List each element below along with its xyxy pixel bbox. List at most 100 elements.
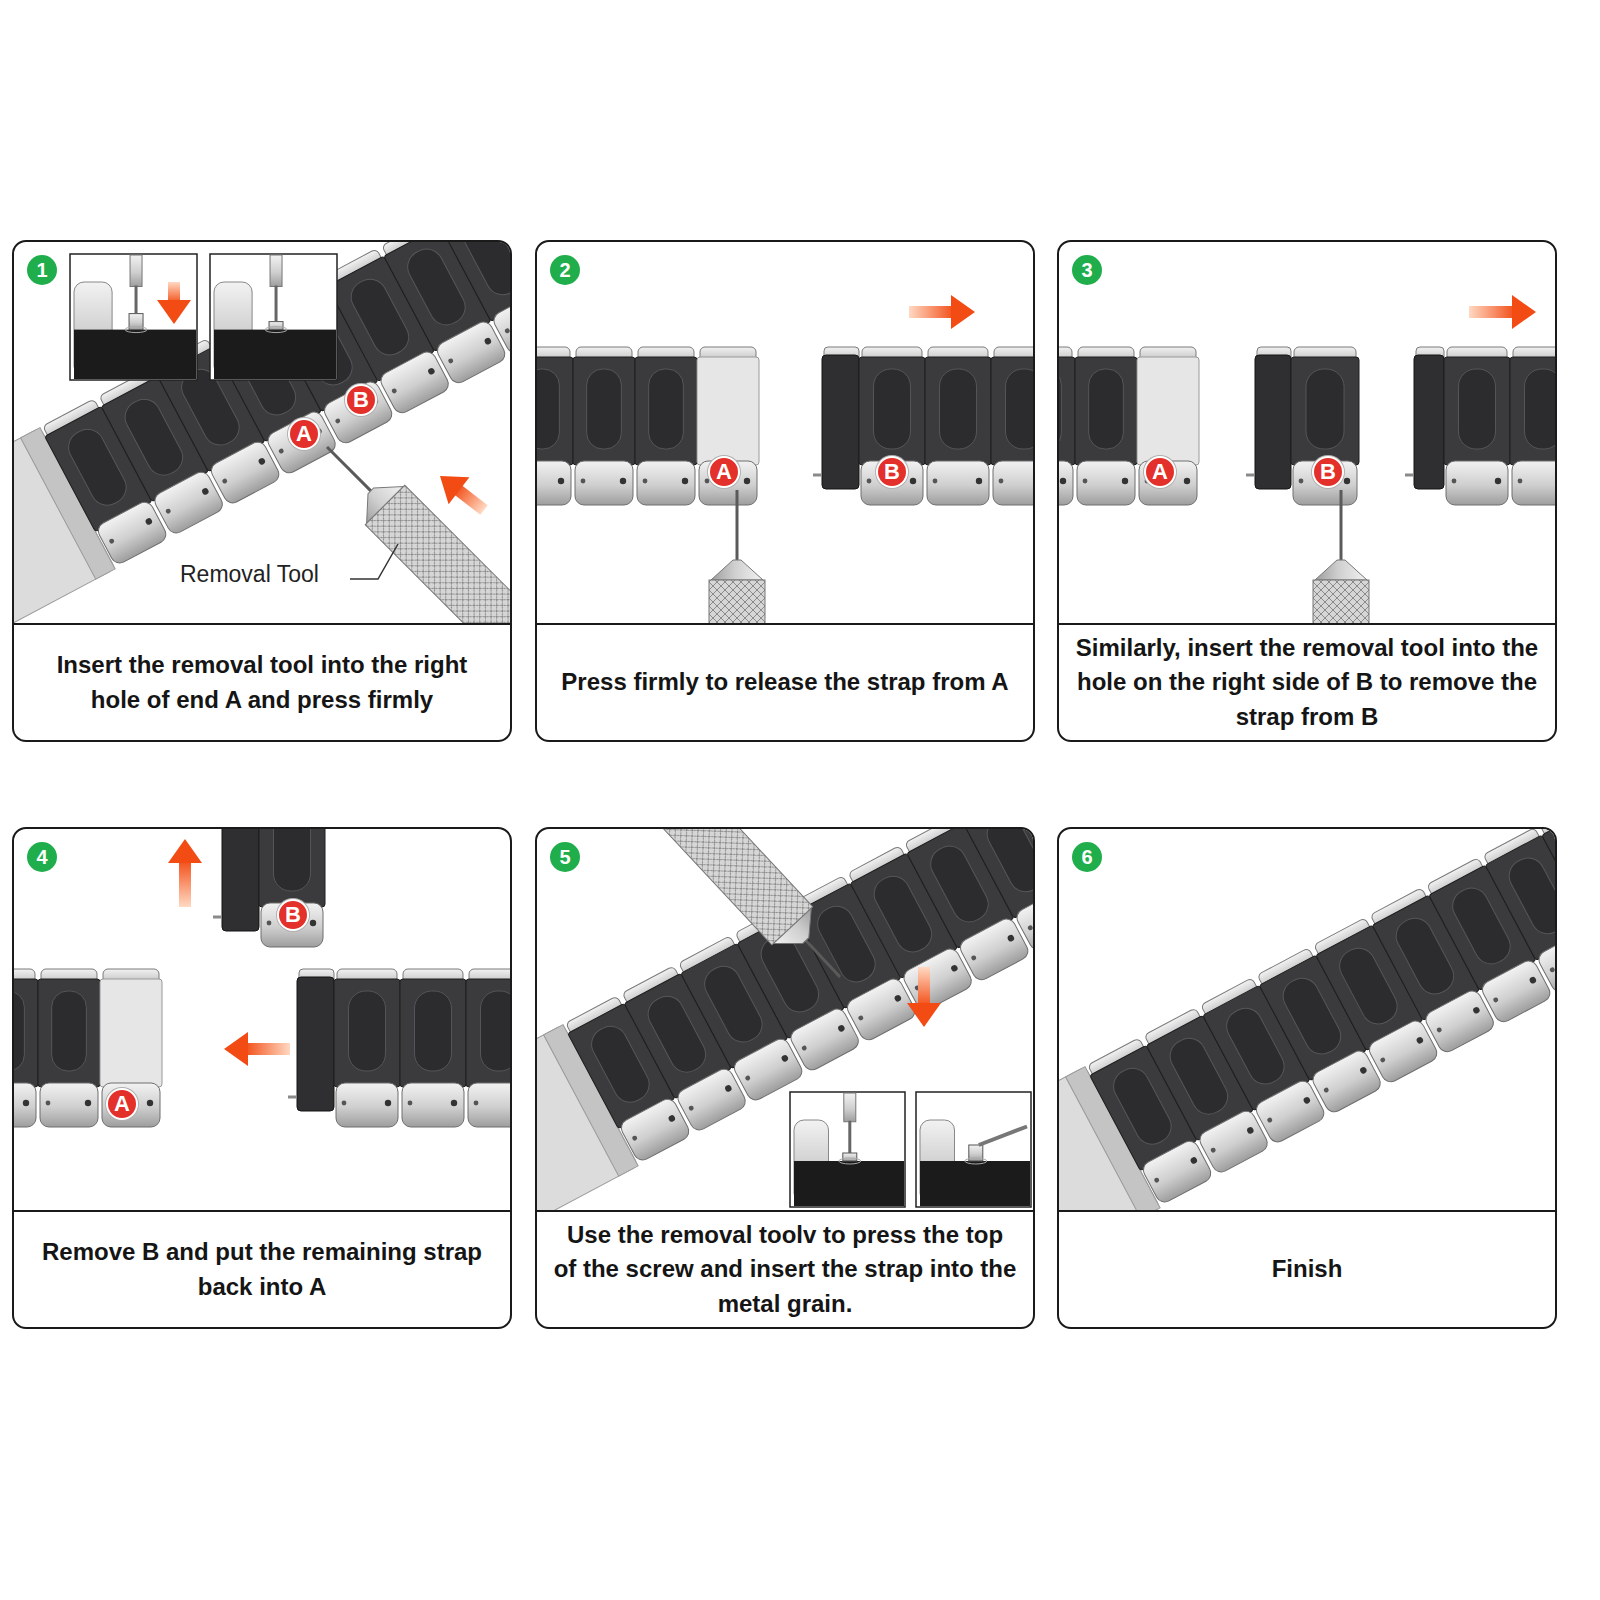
watch-band: [1059, 829, 1557, 1210]
leader-line: [350, 544, 398, 579]
spring-pin: [1405, 474, 1414, 477]
spring-pin: [288, 1096, 297, 1099]
inset-frame: [916, 1092, 1031, 1207]
pin-hole: [976, 478, 982, 484]
tool-shaft: [130, 255, 142, 287]
link-groove: [415, 991, 452, 1071]
pin-hole: [147, 1100, 153, 1106]
step-panel: Similarly, insert the removal tool into …: [1057, 240, 1557, 742]
callout-marker: A: [708, 456, 740, 488]
arrow-head: [1512, 295, 1536, 329]
link-body: [466, 979, 512, 1087]
caption-area: Finish: [1059, 1210, 1555, 1327]
link-groove: [1089, 369, 1124, 449]
pin-hole: [391, 388, 397, 394]
strap-base: [214, 330, 336, 379]
callout-marker: A: [1144, 456, 1176, 488]
strap-illustration: [1059, 242, 1557, 623]
pin-hole: [744, 478, 750, 484]
tool-shaft: [844, 1093, 856, 1122]
post-ring: [839, 1158, 861, 1164]
link-bottom-cap: [1512, 461, 1557, 505]
pin-hole: [1007, 934, 1016, 943]
strap-base: [74, 330, 196, 379]
link-groove: [537, 369, 559, 449]
strap-illustration: [1059, 829, 1557, 1210]
pin-hole: [46, 1101, 51, 1106]
pin-hole: [781, 1054, 790, 1063]
pin-hole: [894, 994, 903, 1003]
link-groove: [981, 829, 1035, 898]
tool-cone: [1315, 560, 1367, 580]
link-groove: [874, 369, 911, 449]
pin-hole: [1529, 976, 1538, 985]
pin-hole: [1495, 478, 1501, 484]
pin-hole: [971, 955, 977, 961]
step-panel: Insert the removal tool into the right h…: [12, 240, 512, 742]
link-body: [1059, 357, 1075, 465]
arrow-shaft: [909, 306, 955, 318]
direction-arrow: [909, 295, 975, 329]
link-body: [259, 829, 325, 907]
step-caption: Finish: [1272, 1252, 1343, 1286]
pin-hole: [620, 478, 626, 484]
pin-hole: [1359, 1066, 1368, 1075]
pin-hole: [484, 337, 493, 346]
tool-pin: [275, 286, 278, 322]
link-bottom-cap: [537, 461, 571, 505]
inset-frame: [790, 1092, 905, 1207]
step-panel: Use the removal toolv to press the top o…: [535, 827, 1035, 1329]
pin-hole: [310, 920, 316, 926]
link-groove: [14, 991, 24, 1071]
pin-hole: [85, 1100, 91, 1106]
pin-hole: [267, 921, 272, 926]
link-groove: [481, 991, 512, 1071]
arrow-head: [951, 295, 975, 329]
pin-hole: [1154, 1177, 1160, 1183]
inset-frame: [210, 254, 337, 380]
step-number-text: 2: [559, 260, 570, 280]
callout-marker: B: [1312, 456, 1344, 488]
callout-marker: A: [106, 1088, 138, 1120]
link-body: [400, 979, 466, 1087]
strap-base: [920, 1161, 1030, 1206]
step-number: 6: [1072, 842, 1102, 872]
direction-arrow: [907, 967, 941, 1027]
step-panel: Finish 6: [1057, 827, 1557, 1329]
detail-inset: [790, 1092, 905, 1207]
link-groove: [1059, 369, 1061, 449]
arrow-shaft: [918, 967, 930, 1007]
link-groove: [1006, 369, 1035, 449]
removal-tool: [608, 829, 860, 996]
callout-letter: A: [296, 423, 312, 445]
tool-pin: [979, 1127, 1027, 1146]
link-body: [1444, 357, 1510, 465]
callout-letter: A: [114, 1093, 130, 1115]
pin-hole: [724, 1084, 733, 1093]
pin-hole: [448, 358, 454, 364]
pin-hole: [23, 1100, 29, 1106]
end-piece: [297, 977, 334, 1111]
pin-hole: [1267, 1117, 1273, 1123]
pin-hole: [1549, 967, 1555, 973]
direction-arrow: [430, 463, 495, 524]
pin-hole: [1246, 1126, 1255, 1135]
link-bottom-cap: [927, 461, 989, 505]
callout-letter: B: [285, 904, 301, 926]
pin-hole: [867, 479, 872, 484]
pin-hole: [858, 1015, 864, 1021]
pin-hole: [1380, 1057, 1386, 1063]
link-body: [635, 357, 697, 465]
detail-inset: [70, 254, 197, 380]
pin-hole: [1083, 479, 1088, 484]
step-number: 1: [27, 255, 57, 285]
caption-area: Press firmly to release the strap from A: [537, 623, 1033, 740]
tool-handle: [365, 485, 512, 623]
link-groove: [1525, 369, 1557, 449]
link-groove: [274, 829, 311, 891]
tool-cone: [711, 560, 763, 580]
end-piece: [1255, 355, 1291, 489]
link-body: [1075, 357, 1137, 465]
link-body: [497, 242, 512, 291]
